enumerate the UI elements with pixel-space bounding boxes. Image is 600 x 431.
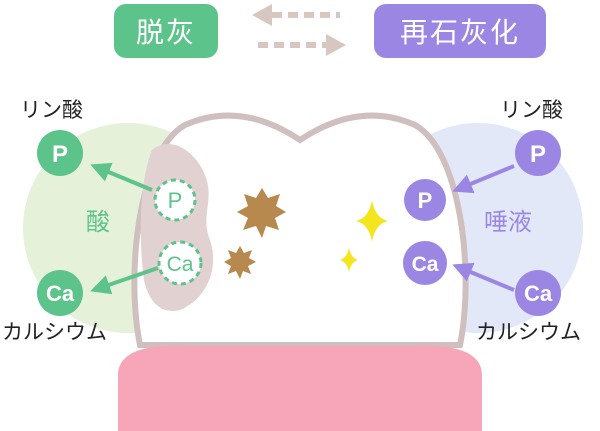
phosphate-ion-tooth-left <box>153 178 197 222</box>
phosphate-ion-tooth-right <box>404 179 446 221</box>
calcium-ion-tooth-right <box>403 241 447 285</box>
phosphate-out-arrow <box>90 162 153 192</box>
phosphate-in-arrow <box>452 164 515 194</box>
saliva-label: 唾液 <box>484 208 532 236</box>
gum <box>118 345 482 431</box>
calcium-ion-right <box>515 270 561 316</box>
left-phosphate-label: リン酸 <box>20 98 83 122</box>
svg-text:Ca: Ca <box>46 281 75 306</box>
svg-text:Ca: Ca <box>412 253 439 276</box>
right-phosphate-label: リン酸 <box>500 98 563 122</box>
remineralization-label: 再石灰化 <box>374 4 546 58</box>
right-calcium-label: カルシウム <box>476 320 581 344</box>
svg-text:P: P <box>418 188 433 213</box>
svg-text:P: P <box>168 188 183 213</box>
sparkle-icon <box>356 200 388 242</box>
phosphate-ion-left <box>37 130 83 176</box>
phosphate-ion-right <box>515 130 561 176</box>
svg-text:Ca: Ca <box>524 281 553 306</box>
calcium-ion-left <box>37 270 83 316</box>
plaque-star-icon <box>237 188 286 238</box>
plaque-star-icon <box>224 246 256 279</box>
left-calcium-label: カルシウム <box>2 320 107 344</box>
calcium-in-arrow <box>452 262 515 292</box>
calcium-ion-tooth-left <box>157 240 203 286</box>
svg-text:Ca: Ca <box>167 253 194 276</box>
svg-text:P: P <box>530 141 546 168</box>
acid-label: 酸 <box>86 208 110 236</box>
sparkle-icon <box>340 248 358 272</box>
demineralization-label: 脱灰 <box>114 4 218 58</box>
svg-text:P: P <box>52 141 68 168</box>
calcium-out-arrow <box>90 266 159 295</box>
